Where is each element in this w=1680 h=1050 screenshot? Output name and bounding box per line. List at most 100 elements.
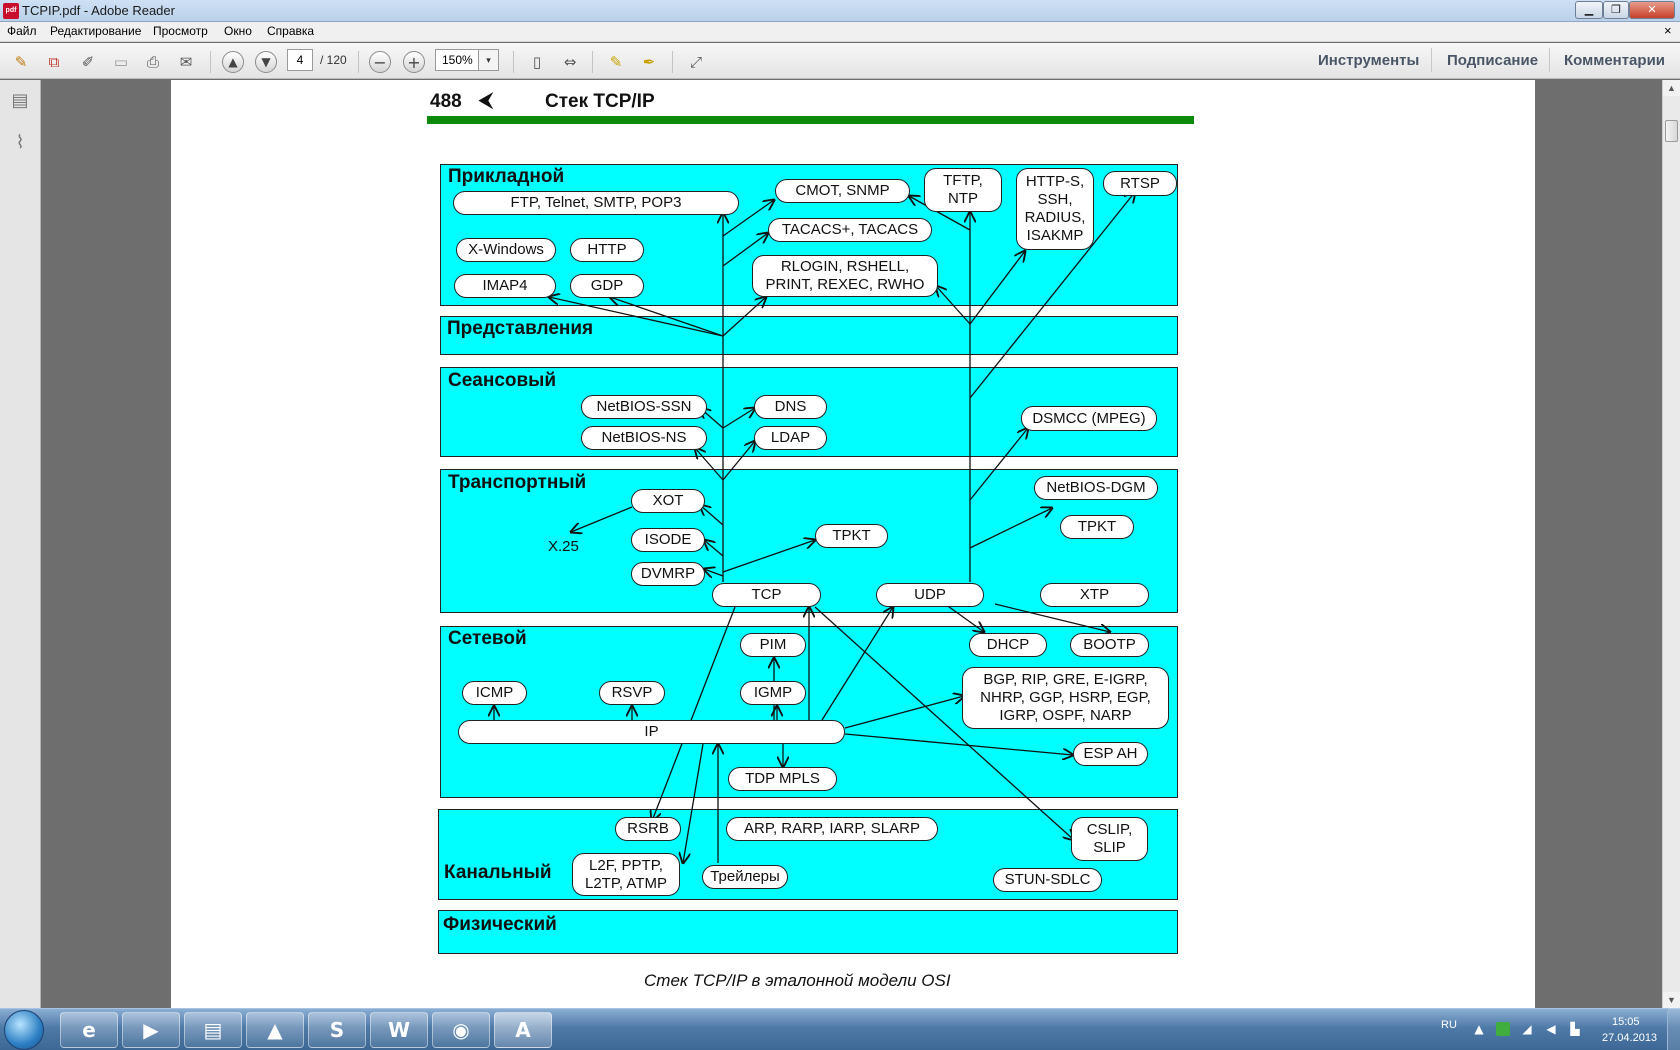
save-icon[interactable]: ▭: [113, 53, 129, 71]
zoom-dropdown-icon[interactable]: ▾: [479, 49, 499, 71]
protocol-netbios-ns: NetBIOS-NS: [581, 426, 707, 450]
vertical-scrollbar[interactable]: ▲ ▼: [1662, 80, 1680, 1008]
layer-label: Прикладной: [448, 166, 565, 187]
previous-page-icon[interactable]: ▲: [222, 51, 244, 73]
protocol-xot: XOT: [631, 489, 705, 513]
edit-pdf-icon[interactable]: ✐: [81, 53, 95, 71]
highlight-icon[interactable]: ✒: [642, 53, 656, 71]
email-icon[interactable]: ✉: [179, 53, 193, 71]
protocol-https-ssh-radius-isakmp: HTTP-S, SSH, RADIUS, ISAKMP: [1016, 168, 1094, 250]
page-number-field[interactable]: 4: [287, 49, 313, 71]
fullscreen-icon[interactable]: ⤢: [689, 53, 702, 71]
next-page-icon[interactable]: ▼: [255, 51, 277, 73]
menu-file[interactable]: Файл: [7, 24, 37, 38]
figure-caption: Стек TCP/IP в эталонной модели OSI: [644, 971, 951, 990]
language-indicator[interactable]: RU: [1441, 1019, 1457, 1031]
protocol-x25: X.25: [548, 538, 579, 555]
protocol-tpkt-tcp: TPKT: [815, 524, 888, 548]
zoom-out-icon[interactable]: −: [369, 51, 391, 73]
page-thumbnails-icon[interactable]: ▤: [11, 90, 29, 111]
protocol-dvmrp: DVMRP: [631, 562, 705, 586]
protocol-rsrb: RSRB: [615, 817, 681, 841]
protocol-cslip-slip: CSLIP, SLIP: [1071, 817, 1148, 861]
protocol-tcp: TCP: [712, 583, 821, 607]
taskbar-word[interactable]: W: [370, 1012, 428, 1048]
protocol-l2f-pptp: L2F, PPTP, L2TP, ATMP: [572, 853, 680, 896]
protocol-dsmcc-mpeg: DSMCC (MPEG): [1021, 406, 1157, 431]
protocol-tpkt-udp: TPKT: [1060, 515, 1134, 539]
layer-label: Сетевой: [448, 628, 527, 649]
toolbar-separator: [513, 51, 514, 73]
taskbar-chrome[interactable]: ◉: [432, 1012, 490, 1048]
comments-panel-link[interactable]: Комментарии: [1564, 52, 1666, 69]
taskbar-vlc[interactable]: ▲: [246, 1012, 304, 1048]
menu-window[interactable]: Окно: [224, 24, 252, 38]
show-desktop-button[interactable]: [1667, 1008, 1680, 1050]
protocol-x-windows: X-Windows: [456, 238, 556, 262]
volume-icon[interactable]: ◀: [1546, 1022, 1556, 1036]
close-document-icon[interactable]: ×: [1664, 23, 1672, 38]
taskbar-adobe-reader[interactable]: A: [494, 1012, 552, 1048]
taskbar-explorer[interactable]: ▤: [184, 1012, 242, 1048]
protocol-routing-group: BGP, RIP, GRE, E-IGRP, NHRP, GGP, HSRP, …: [962, 667, 1169, 729]
attachments-icon[interactable]: ⌇: [15, 132, 25, 153]
close-button[interactable]: ✕: [1629, 1, 1675, 19]
window-title: TCPIP.pdf - Adobe Reader: [22, 3, 175, 18]
toolbar-separator: [592, 51, 593, 73]
protocol-stun-sdlc: STUN-SDLC: [993, 868, 1102, 892]
protocol-netbios-dgm: NetBIOS-DGM: [1034, 476, 1158, 500]
protocol-bootp: BOOTP: [1070, 633, 1149, 657]
protocol-trailers: Трейлеры: [702, 865, 788, 889]
protocol-rsvp: RSVP: [599, 681, 665, 705]
scroll-up-icon[interactable]: ▲: [1663, 80, 1680, 96]
protocol-tftp-ntp: TFTP, NTP: [924, 168, 1002, 212]
combine-files-icon[interactable]: ⧉: [48, 53, 60, 71]
taskbar-internet-explorer[interactable]: e: [60, 1012, 118, 1048]
protocol-imap4: IMAP4: [454, 274, 556, 298]
clock-time[interactable]: 15:05: [1612, 1016, 1640, 1028]
adobe-reader-icon: pdf: [3, 3, 19, 19]
tray-expand-icon[interactable]: ▲: [1474, 1022, 1484, 1036]
taskbar-skype[interactable]: S: [308, 1012, 366, 1048]
protocol-arp-group: ARP, RARP, IARP, SLARP: [726, 817, 938, 841]
maximize-button[interactable]: ❐: [1603, 1, 1629, 19]
notification-flag-icon[interactable]: ▙: [1570, 1022, 1580, 1036]
protocol-http: HTTP: [570, 238, 644, 262]
toolbar-separator: [210, 51, 211, 73]
scroll-down-icon[interactable]: ▼: [1663, 992, 1680, 1008]
protocol-gdp: GDP: [570, 274, 644, 298]
zoom-in-icon[interactable]: +: [403, 51, 425, 73]
create-pdf-icon[interactable]: ✎: [14, 53, 28, 71]
network-icon[interactable]: ◢: [1522, 1022, 1532, 1036]
menu-edit[interactable]: Редактирование: [50, 24, 142, 38]
chapter-title: Стек TCP/IP: [545, 91, 655, 112]
scroll-thumb[interactable]: [1665, 120, 1678, 142]
print-icon[interactable]: ⎙: [146, 53, 159, 71]
header-rule: [427, 116, 1194, 124]
start-button[interactable]: [4, 1010, 44, 1050]
security-icon[interactable]: [1496, 1022, 1510, 1036]
menu-help[interactable]: Справка: [267, 24, 315, 38]
minimize-button[interactable]: ▁: [1575, 1, 1603, 19]
layer-label: Канальный: [444, 862, 552, 883]
panel-separator: [1431, 48, 1432, 72]
protocol-netbios-ssn: NetBIOS-SSN: [581, 395, 707, 419]
protocol-icmp: ICMP: [462, 681, 527, 705]
layer-label: Сеансовый: [448, 370, 557, 391]
fit-page-icon[interactable]: ▯: [532, 53, 542, 71]
menu-bar: Файл Редактирование Просмотр Окно Справк…: [0, 22, 1680, 42]
navigation-panel: ▤ ⌇: [0, 80, 41, 1008]
clock-date[interactable]: 27.04.2013: [1602, 1032, 1658, 1044]
title-bar: pdf TCPIP.pdf - Adobe Reader ▁ ❐ ✕: [0, 0, 1680, 22]
protocol-esp-ah: ESP AH: [1073, 742, 1148, 766]
fit-width-icon[interactable]: ⇔: [563, 53, 577, 71]
sticky-note-icon[interactable]: ✎: [609, 53, 623, 71]
sign-panel-link[interactable]: Подписание: [1447, 52, 1539, 69]
layer-label: Представления: [447, 318, 594, 339]
zoom-field[interactable]: 150%: [435, 49, 479, 71]
menu-view[interactable]: Просмотр: [153, 24, 208, 38]
tools-panel-link[interactable]: Инструменты: [1318, 52, 1420, 69]
protocol-dns: DNS: [754, 395, 827, 419]
taskbar-media-player[interactable]: ▶: [122, 1012, 180, 1048]
toolbar: ✎ ⧉ ✐ ▭ ⎙ ✉ ▲ ▼ − + ▯ ⇔ ✎ ✒ ⤢ Инструмент…: [0, 43, 1680, 79]
